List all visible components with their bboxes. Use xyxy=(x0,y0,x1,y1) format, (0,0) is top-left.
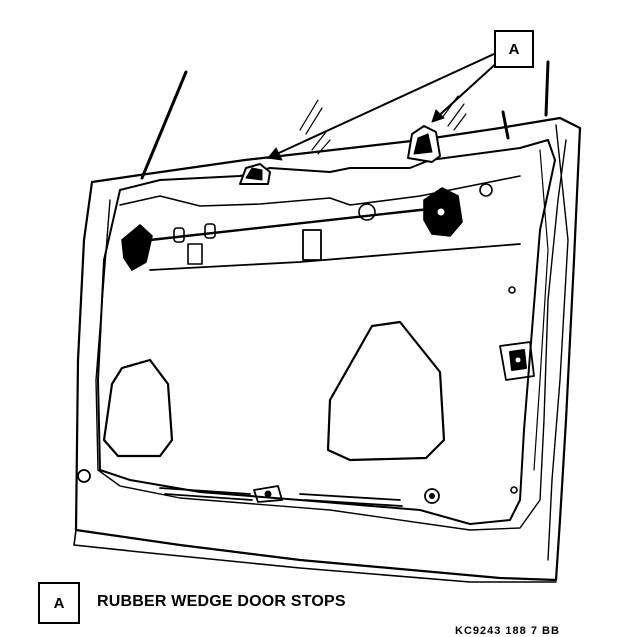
door-side-flange-inner xyxy=(533,149,549,471)
upper-right-hole xyxy=(479,183,493,197)
lower-right-bolt-center xyxy=(429,493,435,499)
side-hole-lower xyxy=(510,486,518,494)
lower-right-bolt xyxy=(424,488,440,504)
door-inner-panel xyxy=(97,139,556,525)
side-hole-upper xyxy=(508,286,516,294)
figure-code: KC9243 188 7 BB xyxy=(455,625,560,637)
door-outer-bottom-edge xyxy=(73,529,557,583)
drain-ribs xyxy=(159,487,403,507)
rod-clip-1 xyxy=(173,227,185,243)
rod-clip-2 xyxy=(204,223,216,239)
glass-run-channel-right xyxy=(544,60,550,117)
glass-run-channel-left xyxy=(140,70,188,180)
legend-key-box: A xyxy=(38,582,80,624)
latch-bolt-hole xyxy=(436,207,446,217)
left-bracket xyxy=(121,224,153,271)
door-stop-right xyxy=(407,125,441,163)
door-side-flange xyxy=(547,124,569,561)
side-striker-slot xyxy=(499,341,535,381)
lower-left-bolt xyxy=(77,469,91,483)
lower-rail xyxy=(149,243,521,271)
callout-leaders xyxy=(267,53,501,159)
callout-label-a: A xyxy=(494,30,534,68)
access-opening-right xyxy=(326,320,446,462)
callout-letter: A xyxy=(508,40,520,58)
access-slot xyxy=(302,229,322,261)
leader-arrowhead-right xyxy=(431,109,445,123)
door-inner-panel-lip xyxy=(95,139,567,531)
bottom-clip xyxy=(253,485,283,503)
access-opening-left xyxy=(102,358,174,458)
rod-guide xyxy=(358,203,376,221)
lock-rod xyxy=(148,206,452,242)
leader-arrowhead-left xyxy=(267,147,283,161)
door-stop-left xyxy=(239,163,271,185)
door-outer-shell xyxy=(74,116,582,582)
legend-key-letter: A xyxy=(53,594,65,612)
bottom-clip-hole xyxy=(264,490,272,498)
handle-link xyxy=(187,243,203,265)
upper-reinforcement xyxy=(119,175,521,207)
glass-edge-right xyxy=(501,110,510,140)
legend-description: RUBBER WEDGE DOOR STOPS xyxy=(97,593,346,610)
